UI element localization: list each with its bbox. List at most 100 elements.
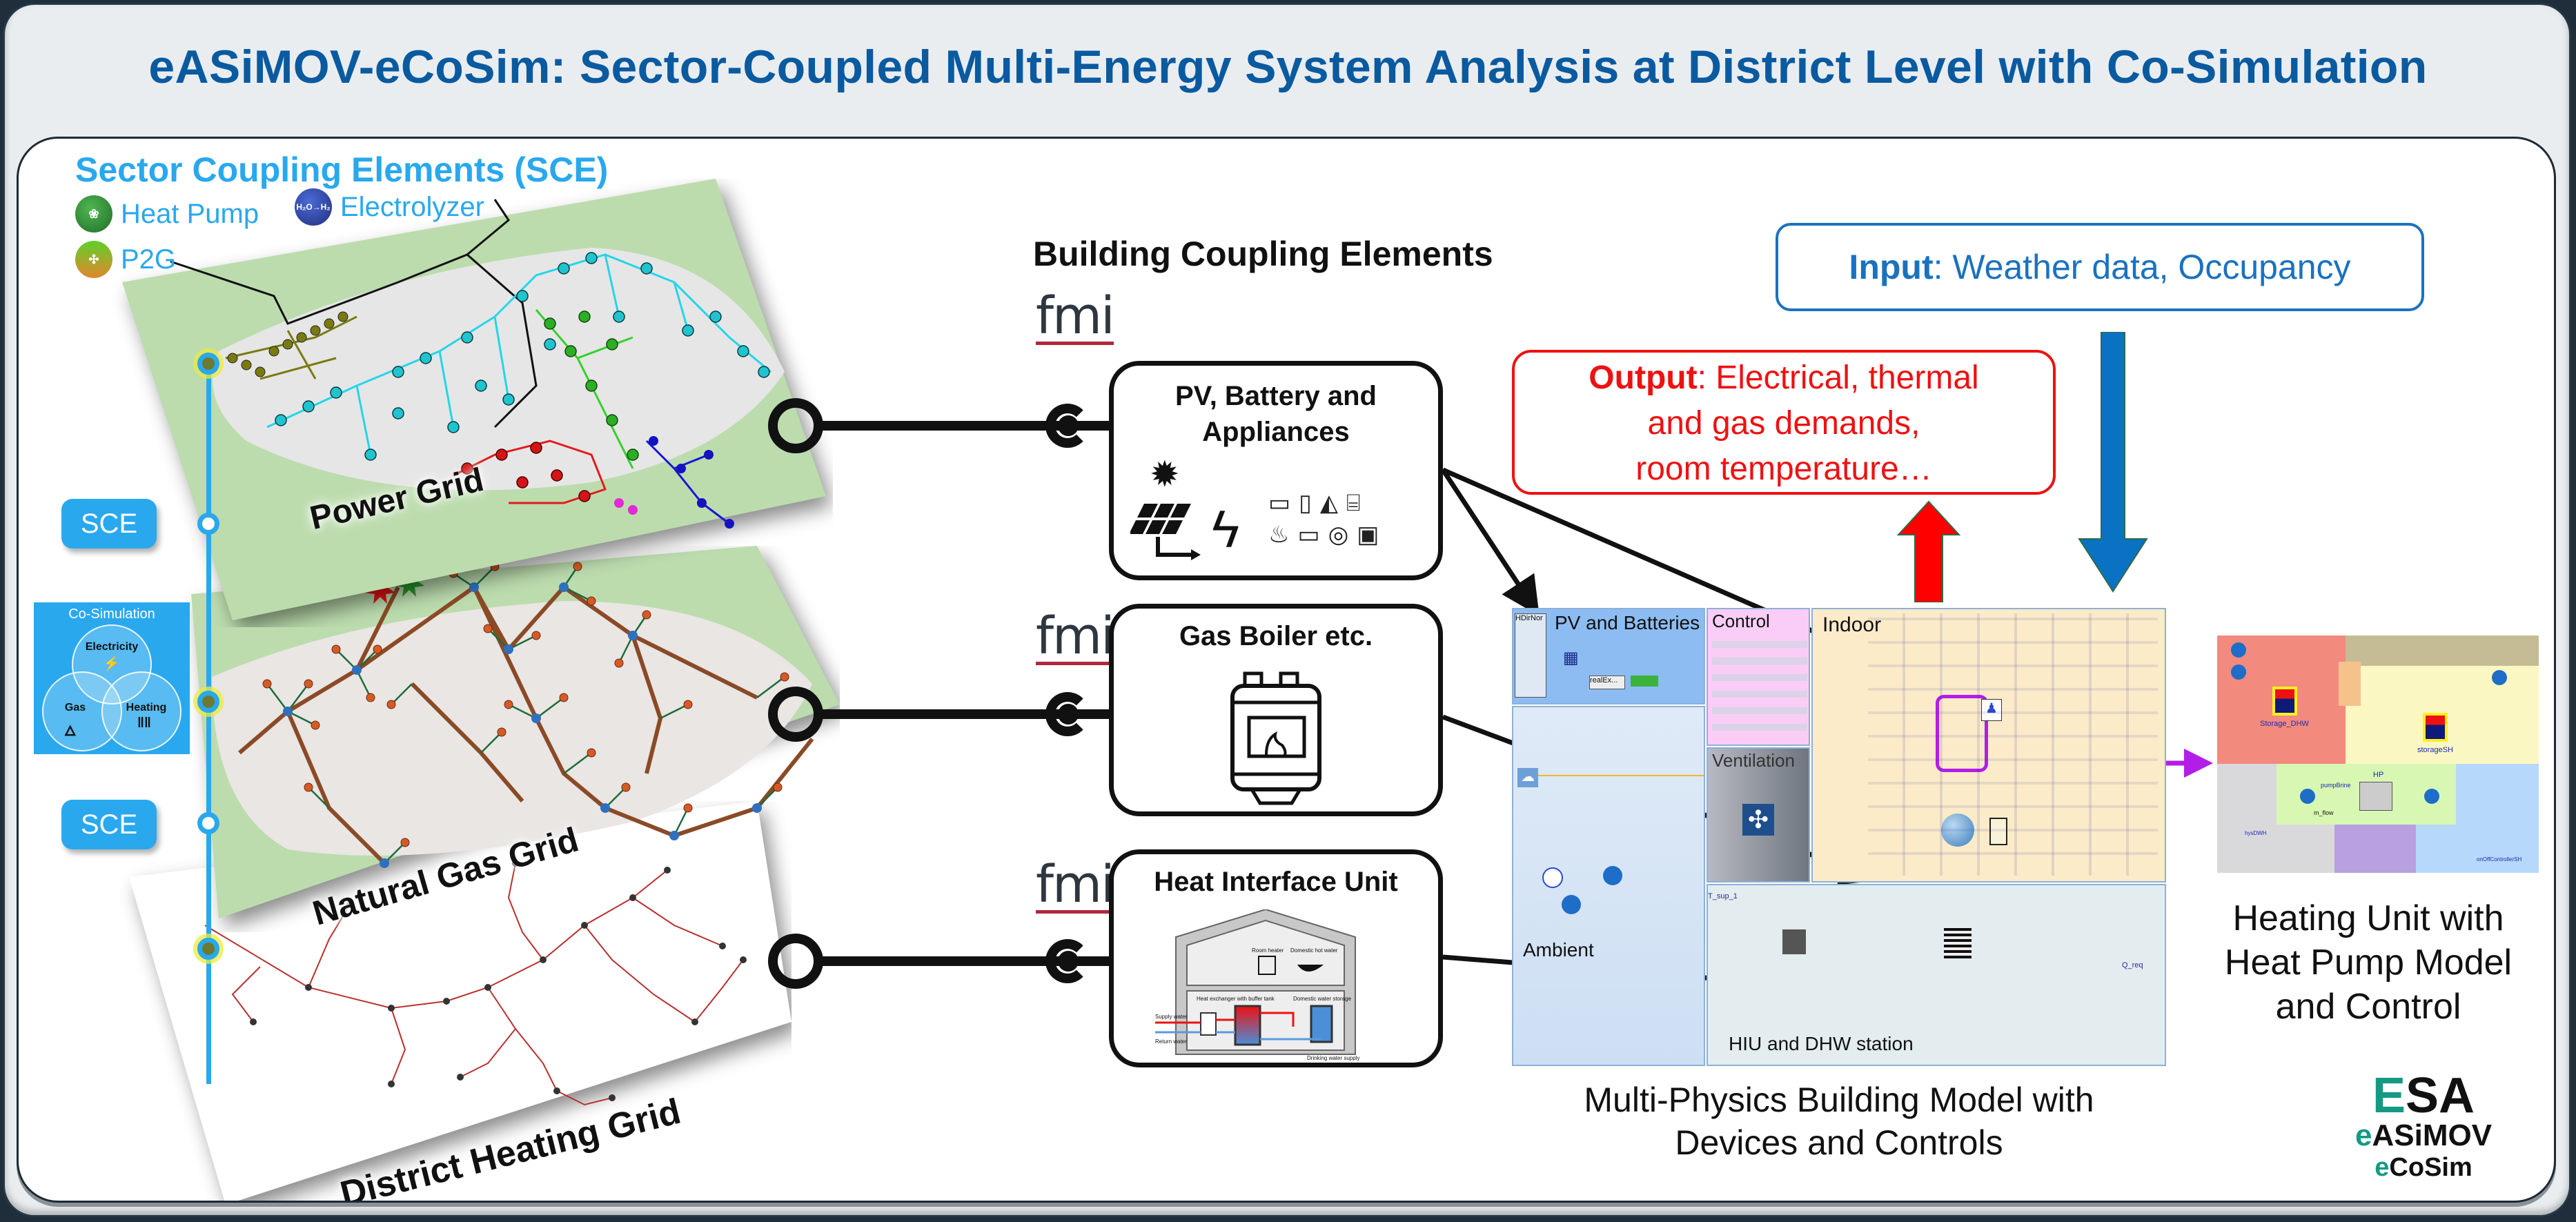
volume-sphere-icon (1941, 814, 1974, 847)
hiu-label-return-water: Return water (1155, 1038, 1187, 1045)
power-grid-nodes-blue (649, 436, 734, 529)
timeline-node-sce-2[interactable] (197, 812, 219, 834)
occupant-icon: ♟ (1981, 699, 2002, 721)
natural-gas-consumers (262, 562, 789, 847)
hp-interface-highlight[interactable] (1936, 695, 1988, 772)
heating-unit-caption: Heating Unit with Heat Pump Model and Co… (2206, 896, 2530, 1029)
timeline-node-sce-1[interactable] (197, 513, 219, 535)
hu-region-purple (2334, 825, 2416, 873)
hu-sphere-3-icon (2492, 670, 2507, 685)
hu-sphere-1-icon (2231, 642, 2246, 658)
timeline-node-power[interactable] (197, 353, 219, 375)
region-indoor-label: Indoor (1822, 613, 1882, 636)
hu-region-orange (2339, 662, 2361, 706)
input-text: : Weather data, Occupancy (1933, 248, 2351, 286)
pump-icon (1542, 867, 1563, 888)
region-control: Control (1707, 608, 1810, 746)
fmi-logo-1: fmi (1036, 286, 1115, 346)
hiu-label-drinking-water: Drinking water supply (1307, 1055, 1359, 1061)
battery-block-icon (1631, 676, 1658, 687)
pv-battery-appliances-box[interactable]: PV, Battery and Appliances ✹ ϟ ▭▯◭⌸♨▭◎▣ (1109, 361, 1443, 580)
venn-heating-label: Heating (126, 702, 167, 713)
input-arrow-icon (2078, 332, 2148, 593)
legend-p2g-label: P2G (121, 244, 177, 275)
q-req-label: Q_req (2122, 961, 2143, 969)
heating-grid-connector-line (822, 956, 1061, 966)
hiu-label-domestic-hot-water: Domestic hot water (1290, 947, 1338, 954)
power-grid-feeder-olive (225, 315, 357, 380)
timeline-line (206, 359, 211, 1084)
building-model: PV and Batteries HDirNor ▦ realEx... Con… (1512, 608, 2166, 1066)
hiu-label-room-heater: Room heater (1252, 947, 1284, 954)
cosim-box: Co-Simulation Electricity ⚡ Gas 🜂 Heatin… (34, 602, 190, 754)
region-pv-batteries: PV and Batteries HDirNor ▦ realEx... (1512, 608, 1705, 704)
pv-box-title-line2: Appliances (1202, 417, 1350, 447)
legend-heat-pump: ❀ Heat Pump (75, 195, 259, 233)
hysdwh-label: hysDWH (2245, 830, 2267, 836)
heating-grid-socket-line (1074, 956, 1114, 966)
hp-block-icon (2359, 782, 2392, 811)
building-model-caption-line2: Devices and Controls (1675, 1123, 2003, 1162)
hiu-diagram: Room heater Domestic hot water Heat exch… (1155, 909, 1359, 1061)
region-ambient: Ambient ☁ (1512, 706, 1705, 1066)
power-grid-mv-line (170, 199, 538, 428)
input-label: Input (1849, 248, 1934, 286)
heating-unit-model: Storage_DHW storageSH HP pumpBrine m_flo… (2217, 635, 2539, 873)
block-hdirnor: HDirNor (1515, 613, 1546, 698)
power-grid-nodes-red (461, 442, 591, 502)
region-control-label: Control (1712, 611, 1770, 631)
hu-region-grey-low (2277, 825, 2334, 873)
esa-line2: eCoSim (2375, 1153, 2472, 1182)
appliances-icons: ▭▯◭⌸♨▭◎▣ (1268, 490, 1388, 548)
region-hiu-dhw: HIU and DHW station T_sup_1 Q_req (1707, 884, 2166, 1066)
gas-boiler-box[interactable]: Gas Boiler etc. (1109, 604, 1443, 816)
heating-unit-caption-line3: and Control (2275, 987, 2461, 1027)
region-ambient-label: Ambient (1523, 939, 1594, 960)
gas-boiler-title: Gas Boiler etc. (1179, 621, 1373, 651)
hu-sphere-2-icon (2231, 664, 2246, 680)
timeline-node-gas[interactable] (197, 691, 219, 713)
output-text-line3: room temperature… (1635, 451, 1932, 487)
heating-unit-caption-line1: Heating Unit with (2232, 898, 2504, 938)
power-grid-feeder-red (453, 440, 607, 504)
pump-brine-label: pumpBrine (2321, 782, 2351, 789)
sce-badge-2[interactable]: SCE (61, 800, 157, 849)
legend-electrolyzer-label: Electrolyzer (340, 191, 484, 222)
building-model-caption-line1: Multi-Physics Building Model with (1584, 1081, 2094, 1119)
natural-gas-junctions (283, 582, 762, 868)
pv-box-title-line1: PV, Battery and (1175, 381, 1377, 411)
power-grid-layer (122, 179, 826, 620)
power-grid-socket-line (1074, 421, 1114, 431)
indoor-blocks (1868, 613, 2158, 876)
hiu-label-heat-exchanger: Heat exchanger with buffer tank (1197, 996, 1275, 1002)
power-grid-nodes-cyan (275, 252, 770, 461)
output-label: Output (1589, 359, 1698, 396)
esa-line1: eASiMOV (2355, 1118, 2493, 1152)
boiler-block-icon (1989, 818, 2007, 845)
region-hiu-dhw-label: HIU and DHW station (1729, 1033, 1914, 1054)
esa-mark: ESA (2355, 1071, 2492, 1121)
hiu-label-domestic-storage: Domestic water storage (1293, 996, 1352, 1002)
gas-grid-connector-line (822, 709, 1061, 719)
heat-interface-unit-box[interactable]: Heat Interface Unit Room heater Domestic… (1109, 849, 1443, 1067)
output-arrow-icon (1896, 500, 1961, 602)
natural-gas-service-lines (266, 566, 785, 864)
fan-icon: ✣ (1742, 804, 1774, 836)
storage-dhw-label: Storage_DHW (2260, 720, 2309, 728)
timeline-node-heating[interactable] (197, 938, 219, 960)
power-grid-nodes-green (544, 311, 639, 461)
esa-mark-sa: SA (2406, 1068, 2475, 1123)
fmi-logo-3: fmi (1036, 855, 1115, 914)
t-sup-1-label: T_sup_1 (1708, 892, 1738, 900)
region-indoor: Indoor ♟ (1811, 608, 2166, 883)
sce-badge-1[interactable]: SCE (61, 499, 157, 549)
power-grid-connector-line (822, 421, 1061, 431)
electrolyzer-icon: H₂O→H₂ (295, 188, 332, 226)
hu-region-blue-low (2416, 825, 2456, 873)
fmi-logo-2: fmi (1036, 607, 1115, 666)
building-model-caption: Multi-Physics Building Model with Device… (1528, 1078, 2150, 1164)
storage-sh-label: storageSH (2417, 746, 2453, 754)
block-realex: realEx... (1589, 676, 1625, 689)
sun-icon: ✹ (1150, 455, 1180, 495)
storage-sh-icon (2423, 713, 2448, 742)
